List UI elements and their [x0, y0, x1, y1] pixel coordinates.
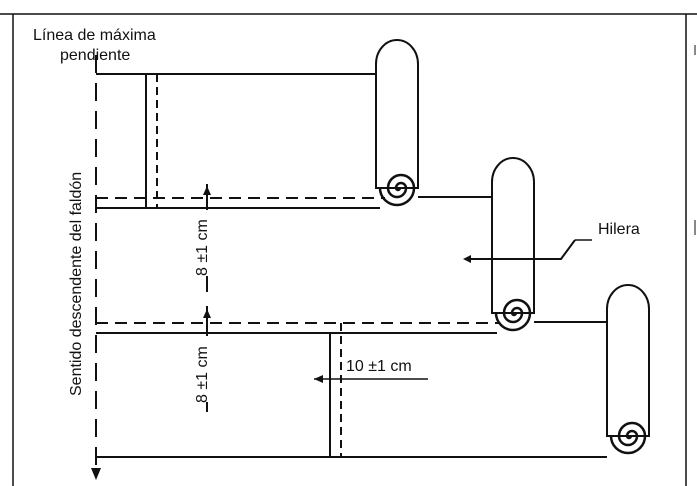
- overlap-bottom-label-bg: [190, 336, 216, 402]
- max-slope-line-label-line2: pendiente: [60, 47, 130, 64]
- overlap-bottom-arrowhead: [203, 309, 211, 318]
- overlap-top-label-bg: [190, 210, 216, 276]
- overlap-bottom-label: 8 ±1 cm: [194, 346, 211, 403]
- roll1: [375, 39, 419, 189]
- max-slope-line-label-line1: Línea de máxima: [33, 27, 156, 44]
- side-overlap-label: 10 ±1 cm: [346, 358, 412, 375]
- row-label: Hilera: [598, 221, 640, 238]
- roll1-spiral: [378, 173, 416, 207]
- roll3-spiral: [609, 421, 647, 455]
- slope-direction-arrowhead: [91, 468, 101, 480]
- side-overlap-arrowhead: [314, 375, 323, 383]
- side-overlap-label-bg: [344, 356, 424, 374]
- overlap-top-arrowhead: [203, 186, 211, 195]
- row-leader-line: [466, 239, 576, 260]
- overlap-top-label: 8 ±1 cm: [194, 219, 211, 276]
- roll2-spiral: [494, 298, 532, 332]
- roll3: [606, 284, 650, 437]
- roll2: [491, 157, 535, 314]
- row-leader-dot: [463, 255, 471, 263]
- slope-direction-label: Sentido descendente del faldón: [68, 172, 85, 396]
